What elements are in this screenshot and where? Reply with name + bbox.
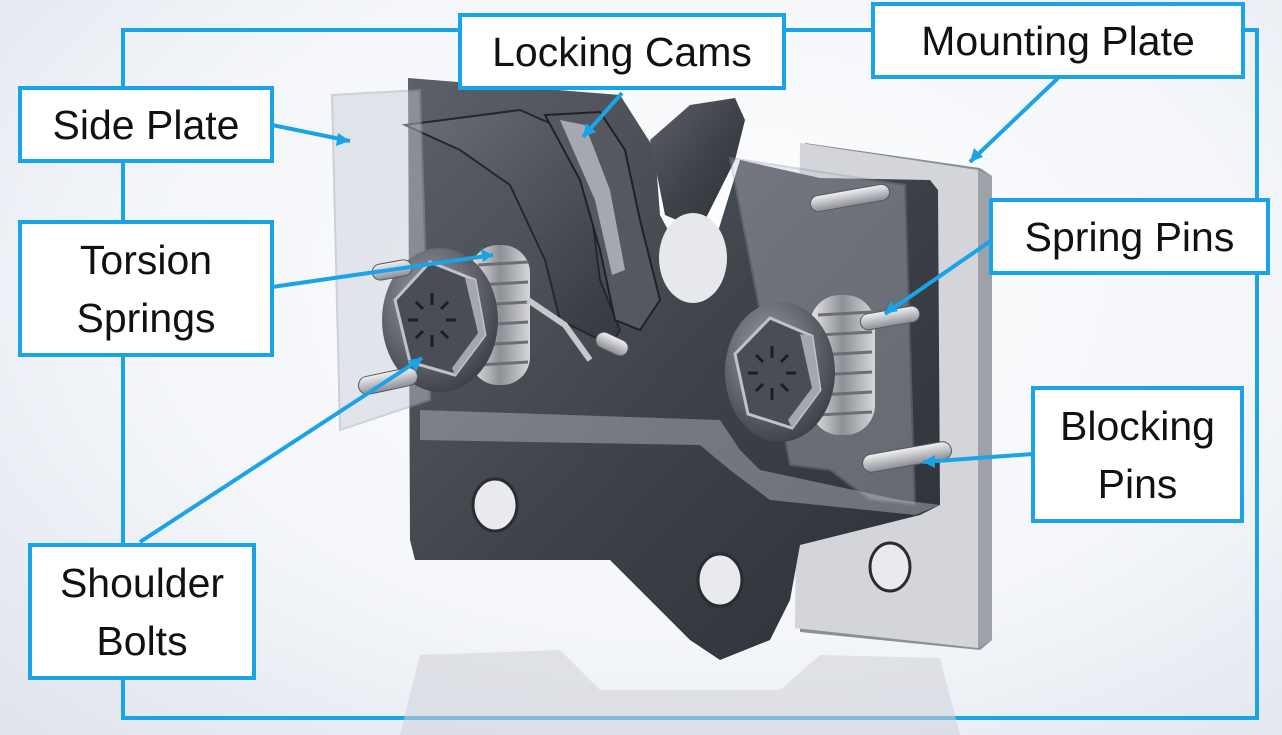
spring-pins [595, 183, 921, 357]
mounting-hole [868, 541, 912, 593]
callout-side-plate: Side Plate [18, 86, 274, 163]
leader-arrowheads [336, 123, 983, 468]
leader-line-blocking-pins [922, 452, 1034, 464]
leader-line-side-plate [271, 123, 351, 143]
right-bolt-assembly [725, 295, 875, 442]
callout-shoulder-bolts: Shoulder Bolts [28, 543, 256, 680]
leader-line-spring-pins [883, 238, 994, 316]
mounting-hole [696, 552, 744, 608]
left-bolt-assembly [382, 245, 593, 392]
leader-line-mounting-plate [968, 76, 1060, 164]
callout-torsion-springs: Torsion Springs [18, 220, 274, 357]
callout-mounting-plate: Mounting Plate [871, 2, 1245, 79]
leader-line-shoulder-bolts [138, 356, 424, 544]
callout-spring-pins: Spring Pins [989, 198, 1270, 275]
callout-blocking-pins: Blocking Pins [1031, 386, 1244, 523]
locking-cams [401, 108, 727, 347]
callout-locking-cams: Locking Cams [458, 13, 786, 90]
cam-slot [659, 213, 727, 303]
floor-reflection [400, 650, 960, 735]
leader-line-torsion-springs [271, 253, 494, 289]
mounting-hole [471, 477, 519, 533]
leader-lines [138, 76, 1060, 544]
